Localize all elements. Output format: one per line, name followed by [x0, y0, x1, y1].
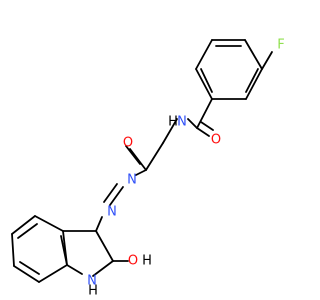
- indole-nitrogen-label: N: [87, 274, 97, 289]
- indole-hydrogen-label: H: [88, 284, 98, 299]
- hydroxyl-oxygen-label: O: [128, 254, 138, 269]
- amide-hydrogen-label: H: [168, 115, 178, 130]
- molecule-svg: F N H O O N N N H O H: [11, 38, 285, 299]
- azo-nitrogen-one-label: N: [127, 173, 137, 188]
- hydroxyl-hydrogen-label: H: [142, 254, 152, 269]
- benzamide-oxygen-label: O: [211, 133, 221, 148]
- molecule-diagram: F N H O O N N N H O H: [11, 37, 285, 299]
- azo-nitrogen-two-label: N: [107, 205, 117, 220]
- acyl-oxygen-label: O: [123, 136, 133, 151]
- fluorine-label: F: [277, 38, 284, 53]
- atom-label-group: F N H O O N N N H O H: [87, 38, 285, 299]
- bond-group: [11, 39, 273, 283]
- amide-nitrogen-label: N: [177, 115, 187, 130]
